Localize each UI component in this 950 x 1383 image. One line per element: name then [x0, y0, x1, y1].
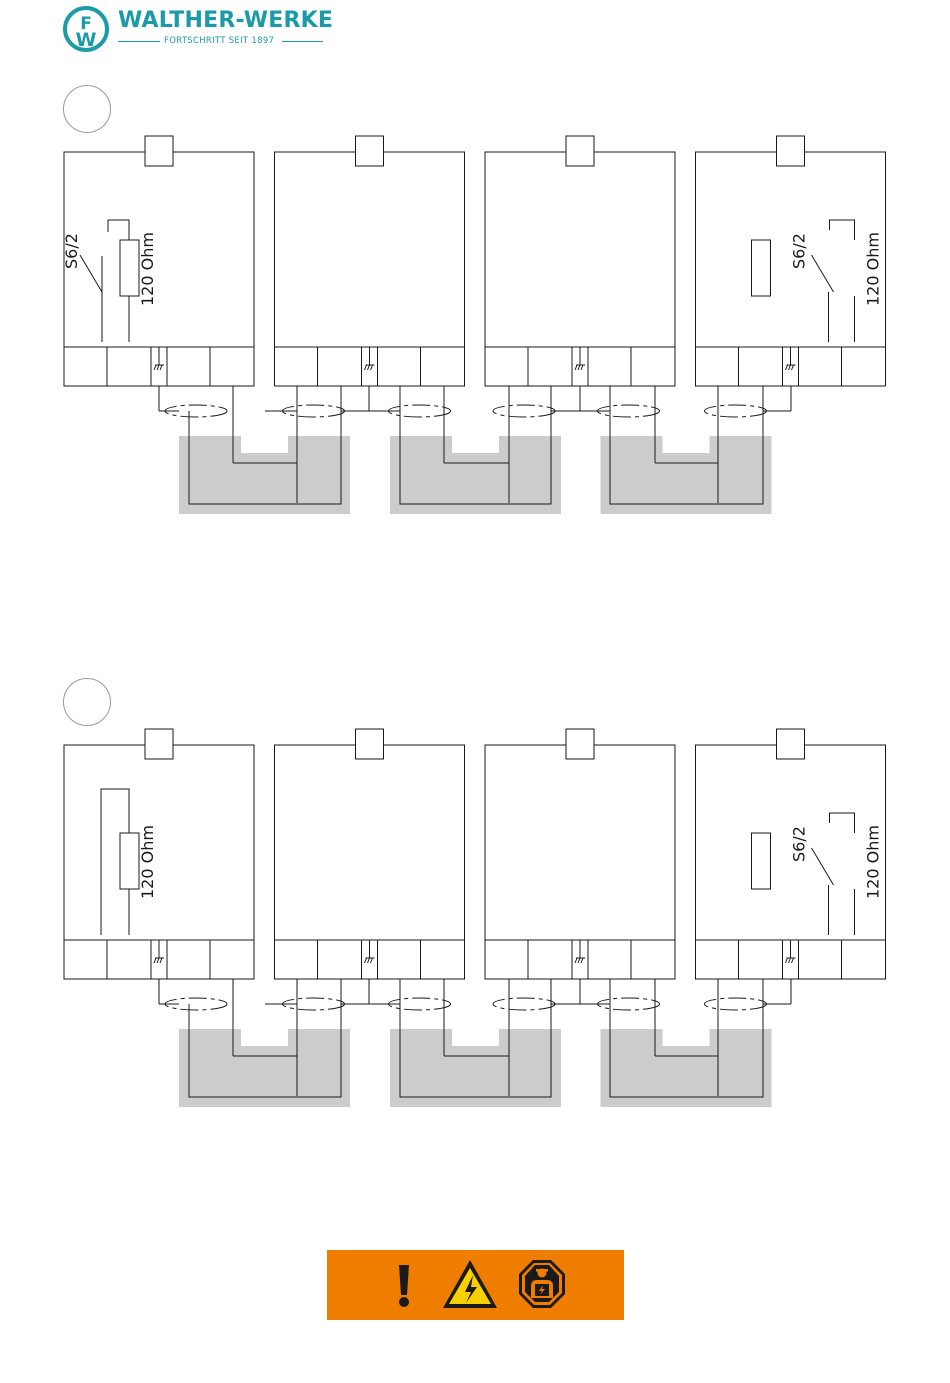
switch-lever: [812, 255, 834, 292]
module-connector: [566, 729, 594, 759]
cable-shield: [705, 998, 767, 1010]
wiring-diagram-1: 120 Ohm S6/2 120 Ohm S6/2: [0, 80, 950, 530]
cable-shield: [493, 998, 555, 1010]
termination-resistor: [120, 240, 139, 296]
bridge-block: [179, 436, 350, 514]
switch-label: S6/2: [790, 233, 809, 269]
module-connector: [777, 729, 805, 759]
resistor-label: 120 Ohm: [864, 232, 883, 306]
warning-bar: [327, 1250, 624, 1320]
module-connector: [777, 136, 805, 166]
termination-resistor: [752, 240, 771, 296]
bridge-block: [390, 1029, 561, 1107]
module-1: 120 Ohm S6/2: [62, 136, 254, 386]
ground-symbol: [786, 347, 796, 370]
module-1: 120 Ohm: [64, 729, 254, 979]
svg-text:W: W: [76, 29, 97, 51]
tagline-rule-right: [282, 41, 323, 42]
exclamation-icon: [399, 1265, 409, 1307]
switch-label: S6/2: [790, 826, 809, 862]
module-connector: [145, 729, 173, 759]
resistor-label: 120 Ohm: [864, 825, 883, 899]
bridge-block: [179, 1029, 350, 1107]
ground-symbol: [154, 940, 164, 963]
module-3: [485, 136, 675, 386]
label-circle: [64, 679, 111, 726]
module-2: [275, 729, 465, 979]
module-2: [275, 136, 465, 386]
ground-symbol: [365, 347, 375, 370]
termination-resistor: [752, 833, 771, 889]
bridge-block: [601, 436, 772, 514]
wiring-diagram-2: 120 Ohm 120 Ohm S6/2: [0, 673, 950, 1123]
module-3: [485, 729, 675, 979]
module-4: 120 Ohm S6/2: [696, 729, 886, 979]
switch-lever: [80, 255, 102, 292]
module-4: 120 Ohm S6/2: [696, 136, 886, 386]
bridge-block: [390, 436, 561, 514]
module-connector: [356, 136, 384, 166]
walther-werke-logo: F W: [62, 5, 110, 53]
bridge-block: [601, 1029, 772, 1107]
brand-name: WALTHER-WERKE: [118, 8, 333, 33]
cable-shield: [493, 405, 555, 417]
electrician-icon: [519, 1260, 565, 1308]
electrical-hazard-icon: [443, 1260, 497, 1308]
termination-resistor: [120, 833, 139, 889]
ground-symbol: [575, 347, 585, 370]
cable-shield: [705, 405, 767, 417]
label-circle: [64, 86, 111, 133]
header: F W WALTHER-WERKE FORTSCHRITT SEIT 1897: [0, 0, 950, 60]
resistor-label: 120 Ohm: [138, 825, 157, 899]
ground-symbol: [575, 940, 585, 963]
switch-label: S6/2: [62, 233, 81, 269]
resistor-label: 120 Ohm: [138, 232, 157, 306]
module-connector: [145, 136, 173, 166]
ground-symbol: [154, 347, 164, 370]
module-connector: [356, 729, 384, 759]
tagline-rule-left: [118, 41, 160, 42]
ground-symbol: [365, 940, 375, 963]
ground-symbol: [786, 940, 796, 963]
switch-lever: [812, 848, 834, 885]
module-connector: [566, 136, 594, 166]
brand-tagline: FORTSCHRITT SEIT 1897: [164, 36, 274, 46]
